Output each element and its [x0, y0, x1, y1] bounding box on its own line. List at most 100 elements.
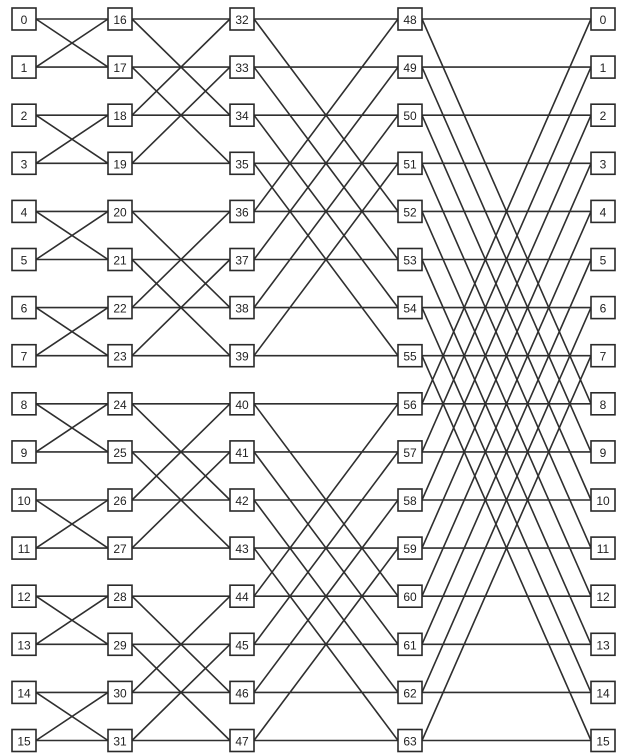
node-label: 47 — [235, 735, 249, 749]
node-col3-54: 54 — [397, 295, 423, 320]
node-label: 43 — [235, 542, 249, 556]
node-col0-3: 3 — [11, 151, 37, 176]
node-box — [590, 440, 616, 464]
node-label: 63 — [403, 735, 417, 749]
edge-3-to-18 — [35, 114, 109, 164]
node-box — [11, 536, 37, 560]
node-col4-4: 4 — [590, 199, 616, 224]
node-box — [11, 728, 37, 753]
node-col1-27: 27 — [107, 536, 133, 560]
node-label: 11 — [597, 542, 610, 556]
node-label: 24 — [113, 398, 127, 412]
edge-30-to-44 — [131, 595, 231, 693]
node-label: 10 — [596, 494, 610, 508]
node-col0-5: 5 — [11, 247, 37, 272]
node-col2-47: 47 — [229, 728, 255, 753]
node-label: 6 — [600, 302, 607, 316]
node-label: 53 — [403, 254, 417, 268]
edge-62-to-6 — [421, 307, 592, 693]
node-box — [107, 632, 133, 657]
edge-46-to-58 — [253, 499, 399, 693]
node-label: 30 — [113, 686, 127, 700]
node-box — [590, 632, 616, 657]
node-box — [229, 536, 255, 560]
node-box — [107, 247, 133, 272]
node-box — [107, 391, 133, 416]
node-col0-8: 8 — [11, 391, 37, 416]
edge-37-to-49 — [253, 66, 399, 260]
node-col1-19: 19 — [107, 151, 133, 176]
node-box — [107, 7, 133, 31]
node-label: 50 — [403, 109, 417, 123]
edge-15-to-30 — [35, 691, 109, 742]
edge-26-to-40 — [131, 403, 231, 501]
edge-56-to-0 — [421, 18, 592, 405]
node-box — [397, 103, 423, 127]
edge-31-to-45 — [131, 643, 231, 742]
node-col2-43: 43 — [229, 536, 255, 560]
node-box — [397, 151, 423, 176]
edge-27-to-41 — [131, 451, 231, 549]
node-col0-9: 9 — [11, 440, 37, 464]
node-box — [397, 440, 423, 464]
node-label: 48 — [403, 13, 417, 27]
node-box — [229, 247, 255, 272]
node-box — [229, 728, 255, 753]
node-label: 8 — [600, 398, 607, 412]
node-col1-20: 20 — [107, 199, 133, 224]
node-box — [11, 199, 37, 224]
node-col4-2: 2 — [590, 103, 616, 127]
node-box — [590, 103, 616, 127]
node-col0-6: 6 — [11, 295, 37, 320]
node-box — [397, 680, 423, 705]
node-box — [590, 728, 616, 753]
node-box — [107, 584, 133, 609]
node-label: 25 — [113, 446, 127, 460]
node-label: 46 — [235, 686, 249, 700]
node-col2-41: 41 — [229, 440, 255, 464]
node-col1-25: 25 — [107, 440, 133, 464]
edge-44-to-56 — [253, 403, 399, 597]
node-box — [590, 247, 616, 272]
edge-18-to-32 — [131, 18, 231, 116]
node-col4-9: 9 — [590, 440, 616, 464]
node-label: 11 — [18, 542, 31, 556]
node-box — [11, 343, 37, 368]
node-box — [11, 295, 37, 320]
node-col4-12: 12 — [590, 584, 616, 609]
node-col4-7: 7 — [590, 343, 616, 368]
node-col3-50: 50 — [397, 103, 423, 127]
node-label: 13 — [17, 638, 31, 652]
edge-60-to-4 — [421, 211, 592, 597]
node-col3-48: 48 — [397, 7, 423, 31]
node-col2-35: 35 — [229, 151, 255, 176]
node-label: 56 — [403, 398, 417, 412]
edge-61-to-5 — [421, 259, 592, 645]
node-box — [397, 343, 423, 368]
node-col2-32: 32 — [229, 7, 255, 31]
node-label: 52 — [403, 205, 417, 219]
node-label: 15 — [17, 735, 31, 749]
node-box — [11, 7, 37, 31]
node-box — [11, 632, 37, 657]
edge-59-to-3 — [421, 162, 592, 549]
node-label: 27 — [113, 542, 127, 556]
node-label: 0 — [21, 13, 28, 27]
node-box — [590, 536, 616, 560]
node-label: 15 — [596, 735, 610, 749]
node-col3-53: 53 — [397, 247, 423, 272]
node-box — [229, 632, 255, 657]
node-box — [590, 680, 616, 705]
node-label: 1 — [21, 61, 28, 75]
node-box — [229, 103, 255, 127]
node-label: 22 — [113, 302, 127, 316]
node-col1-31: 31 — [107, 728, 133, 753]
node-box — [229, 55, 255, 79]
node-box — [397, 247, 423, 272]
node-col1-18: 18 — [107, 103, 133, 127]
node-label: 14 — [17, 686, 31, 700]
node-box — [107, 103, 133, 127]
node-col4-10: 10 — [590, 488, 616, 512]
node-col2-44: 44 — [229, 584, 255, 609]
node-box — [11, 103, 37, 127]
